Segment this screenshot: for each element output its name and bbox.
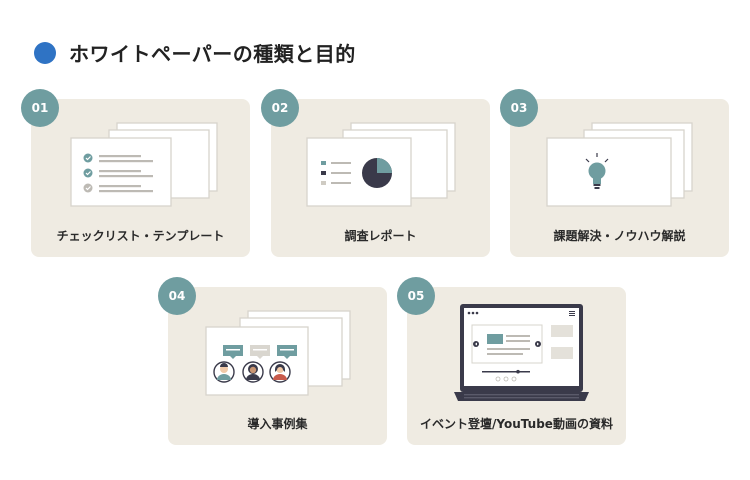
- page-title: ホワイトペーパーの種類と目的: [69, 42, 356, 66]
- card-label: チェックリスト・テンプレート: [56, 229, 225, 243]
- card-case-studies: 導入事例集: [168, 287, 387, 445]
- card-label: イベント登壇/YouTube動画の資料: [420, 417, 613, 431]
- card-number-badge: 03: [500, 89, 538, 127]
- card-number-badge: 05: [397, 277, 435, 315]
- checklist-icon: [70, 122, 218, 207]
- laptop-video-icon: [454, 304, 589, 401]
- card-number-badge: 01: [21, 89, 59, 127]
- page-heading: ホワイトペーパーの種類と目的: [34, 38, 356, 67]
- people-icon: [205, 310, 351, 396]
- card-event-video: イベント登壇/YouTube動画の資料: [407, 287, 626, 445]
- lightbulb-icon: [546, 122, 693, 207]
- card-number-badge: 02: [261, 89, 299, 127]
- card-label: 課題解決・ノウハウ解説: [553, 229, 686, 243]
- card-number-badge: 04: [158, 277, 196, 315]
- card-problem-solving: 課題解決・ノウハウ解説: [510, 99, 729, 257]
- card-survey-report: 調査レポート: [271, 99, 490, 257]
- heading-bullet-icon: [34, 41, 56, 64]
- card-label: 調査レポート: [344, 229, 417, 243]
- card-checklist: チェックリスト・テンプレート: [31, 99, 250, 257]
- card-label: 導入事例集: [247, 417, 308, 431]
- pie-chart-icon: [306, 122, 456, 207]
